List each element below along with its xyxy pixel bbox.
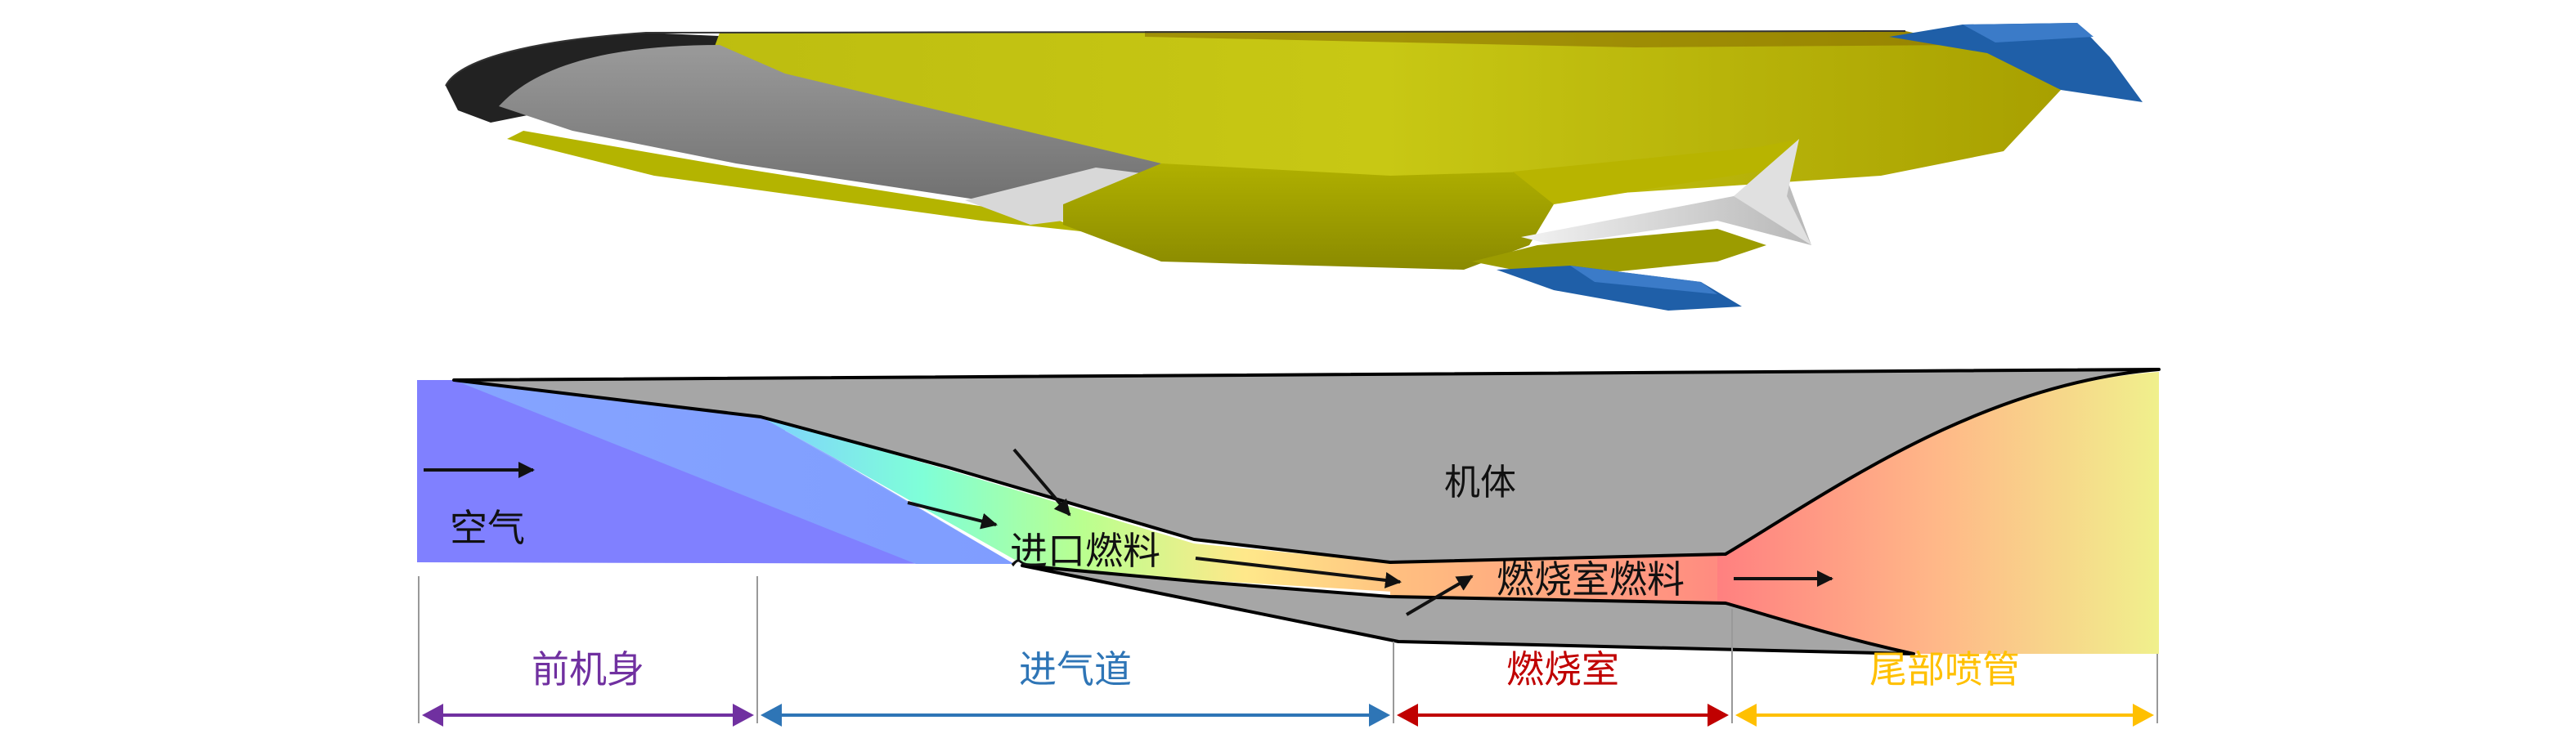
combustor-fuel-label: 燃烧室燃料 xyxy=(1497,557,1685,602)
combustor-fuel-arrow xyxy=(1405,575,1474,616)
lower-fin xyxy=(1497,266,1742,311)
airframe-upper xyxy=(452,368,2161,564)
upper-fin xyxy=(1889,23,2143,102)
section-arrowhead-0-left xyxy=(422,704,443,727)
inlet-fuel-arrow-top xyxy=(1012,448,1071,517)
forebody-panel xyxy=(499,45,1161,212)
inlet-fuel-arrow-left xyxy=(907,501,998,530)
combustor-flow xyxy=(1390,554,1726,603)
section-arrowhead-3-right xyxy=(2133,704,2154,727)
cowl xyxy=(1021,564,1915,655)
section-arrowhead-1-left xyxy=(761,704,782,727)
section-label-3: 尾部喷管 xyxy=(1869,647,2020,691)
section-arrowhead-3-left xyxy=(1735,704,1757,727)
section-arrowhead-2-left xyxy=(1397,704,1418,727)
section-arrowhead-0-right xyxy=(733,704,754,727)
engine-pod xyxy=(1063,163,1554,270)
section-label-2: 燃烧室 xyxy=(1506,647,1619,691)
air-label: 空气 xyxy=(450,506,525,550)
section-annotations: 前机身 进气道 燃烧室 尾部喷管 xyxy=(422,647,2154,727)
inlet-flow xyxy=(761,417,1407,593)
section-label-1: 进气道 xyxy=(1019,647,1132,691)
section-label-0: 前机身 xyxy=(532,647,644,691)
aircraft-render xyxy=(445,23,2143,311)
section-arrowhead-1-right xyxy=(1369,704,1390,727)
inlet-fuel-flow-arrow xyxy=(1195,557,1402,588)
cross-section: 机体 空气 进口燃料 燃烧室燃料 xyxy=(417,368,2161,723)
airframe-label: 机体 xyxy=(1444,462,1516,503)
section-arrowhead-2-right xyxy=(1708,704,1729,727)
nozzle-surface xyxy=(1521,168,1811,245)
inlet-fuel-label: 进口燃料 xyxy=(1010,529,1160,573)
